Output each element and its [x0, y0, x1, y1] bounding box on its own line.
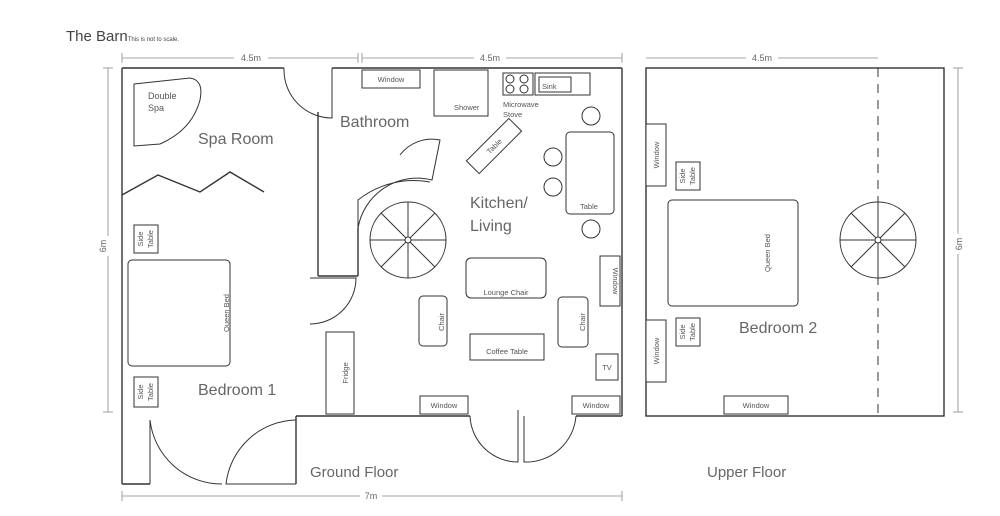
svg-text:Queen Bed: Queen Bed — [222, 294, 231, 332]
title-text: The Barn — [66, 28, 128, 45]
floor-label-ground: Ground Floor — [310, 464, 398, 481]
kitchen-window-right: Window — [599, 255, 621, 307]
dim-label-upper-width: 4.5m — [752, 53, 772, 63]
svg-text:Side: Side — [136, 231, 145, 246]
bedroom-door — [309, 277, 357, 325]
dim-label-upper-height: 6m — [954, 238, 964, 251]
svg-text:Sink: Sink — [542, 82, 557, 91]
stove-label: Stove — [503, 110, 522, 119]
svg-text:Window: Window — [431, 401, 458, 410]
kitchen-window-bottom-left: Window — [419, 395, 469, 415]
chair-left: Chair — [418, 295, 448, 347]
side-table-top: Side Table — [133, 224, 159, 254]
bedroom-french-door-left — [149, 419, 223, 485]
svg-text:Table: Table — [146, 230, 155, 248]
dim-label-right-width: 4.5m — [480, 53, 500, 63]
stove — [502, 72, 534, 96]
room-label-bedroom2: Bedroom 2 — [739, 320, 817, 337]
ground-floor-walls — [121, 67, 623, 485]
queen-bed-2: Queen Bed — [667, 199, 799, 307]
svg-text:Window: Window — [652, 337, 661, 364]
queen-bed-1: Queen Bed — [127, 259, 231, 367]
svg-text:Table: Table — [688, 167, 697, 185]
microwave-label: Microwave — [503, 100, 539, 109]
svg-text:Coffee Table: Coffee Table — [486, 347, 528, 356]
svg-text:Side: Side — [136, 384, 145, 399]
shower: Shower — [433, 69, 489, 117]
spiral-staircase-ground — [369, 201, 447, 279]
upper-window-bottom-wall: Window — [723, 395, 789, 415]
room-label-bathroom: Bathroom — [340, 114, 409, 131]
upper-floor-walls — [645, 67, 945, 417]
floor-label-upper: Upper Floor — [707, 464, 786, 481]
svg-text:TV: TV — [602, 363, 612, 372]
dim-label-ground-height: 6m — [98, 240, 108, 253]
dimension-total-width: 7m — [121, 491, 623, 501]
svg-text:Spa: Spa — [148, 103, 164, 113]
coffee-table: Coffee Table — [469, 333, 545, 361]
kitchen-door-left — [469, 410, 519, 463]
svg-text:Window: Window — [743, 401, 770, 410]
upper-side-table-top: Side Table — [675, 161, 701, 191]
bathroom-window: Window — [361, 69, 421, 89]
kitchen-living-label: Kitchen/ Living — [470, 195, 528, 235]
chair-right: Chair — [557, 296, 589, 348]
sink: Sink — [534, 72, 591, 96]
dimension-ground-height: 6m — [98, 67, 113, 413]
upper-side-table-bottom: Side Table — [675, 317, 701, 347]
bedroom-french-door-right — [225, 419, 297, 485]
room-label-bedroom1: Bedroom 1 — [198, 382, 276, 399]
upper-window-top: Window — [645, 123, 667, 187]
kitchen-table: Table — [565, 131, 615, 215]
svg-text:Shower: Shower — [454, 103, 480, 112]
double-spa: Double Spa — [133, 77, 202, 147]
svg-text:Table: Table — [580, 202, 598, 211]
plan-title: The BarnThis is not to scale. — [66, 28, 179, 46]
upper-window-bottom: Window — [645, 319, 667, 383]
svg-text:Chair: Chair — [437, 313, 446, 331]
dimension-upper-width: 4.5m — [646, 53, 878, 63]
dimension-upper-height: 6m — [953, 67, 964, 413]
svg-text:Queen Bed: Queen Bed — [763, 234, 772, 272]
small-table: Table — [465, 117, 523, 175]
svg-text:Living: Living — [470, 218, 512, 235]
side-table-bottom: Side Table — [133, 376, 159, 408]
spiral-staircase-upper — [839, 201, 917, 279]
tv: TV — [595, 353, 619, 381]
dimension-top-left: 4.5m — [121, 53, 359, 63]
svg-text:Window: Window — [652, 141, 661, 168]
curved-door-wall — [357, 138, 441, 229]
svg-text:Chair: Chair — [578, 313, 587, 331]
svg-text:Window: Window — [611, 268, 620, 295]
svg-text:Table: Table — [688, 323, 697, 341]
svg-text:Kitchen/: Kitchen/ — [470, 195, 528, 212]
svg-text:Lounge Chair: Lounge Chair — [483, 288, 529, 297]
dim-label-left-width: 4.5m — [241, 53, 261, 63]
scale-note: This is not to scale. — [127, 37, 180, 43]
svg-text:Window: Window — [583, 401, 610, 410]
svg-text:Table: Table — [146, 383, 155, 401]
stools — [543, 106, 601, 239]
bathroom-door — [283, 68, 333, 119]
dim-label-total-width: 7m — [365, 491, 378, 501]
kitchen-door-right — [523, 415, 577, 463]
svg-text:Side: Side — [678, 168, 687, 183]
svg-text:Fridge: Fridge — [341, 362, 350, 383]
svg-text:Window: Window — [378, 75, 405, 84]
svg-text:Side: Side — [678, 324, 687, 339]
dimension-top-right: 4.5m — [361, 53, 623, 63]
svg-text:Double: Double — [148, 91, 177, 101]
fridge: Fridge — [325, 331, 355, 415]
lounge-chair: Lounge Chair — [465, 257, 547, 299]
kitchen-window-bottom-right: Window — [571, 395, 621, 415]
room-label-spa: Spa Room — [198, 131, 274, 148]
doors — [149, 68, 577, 485]
